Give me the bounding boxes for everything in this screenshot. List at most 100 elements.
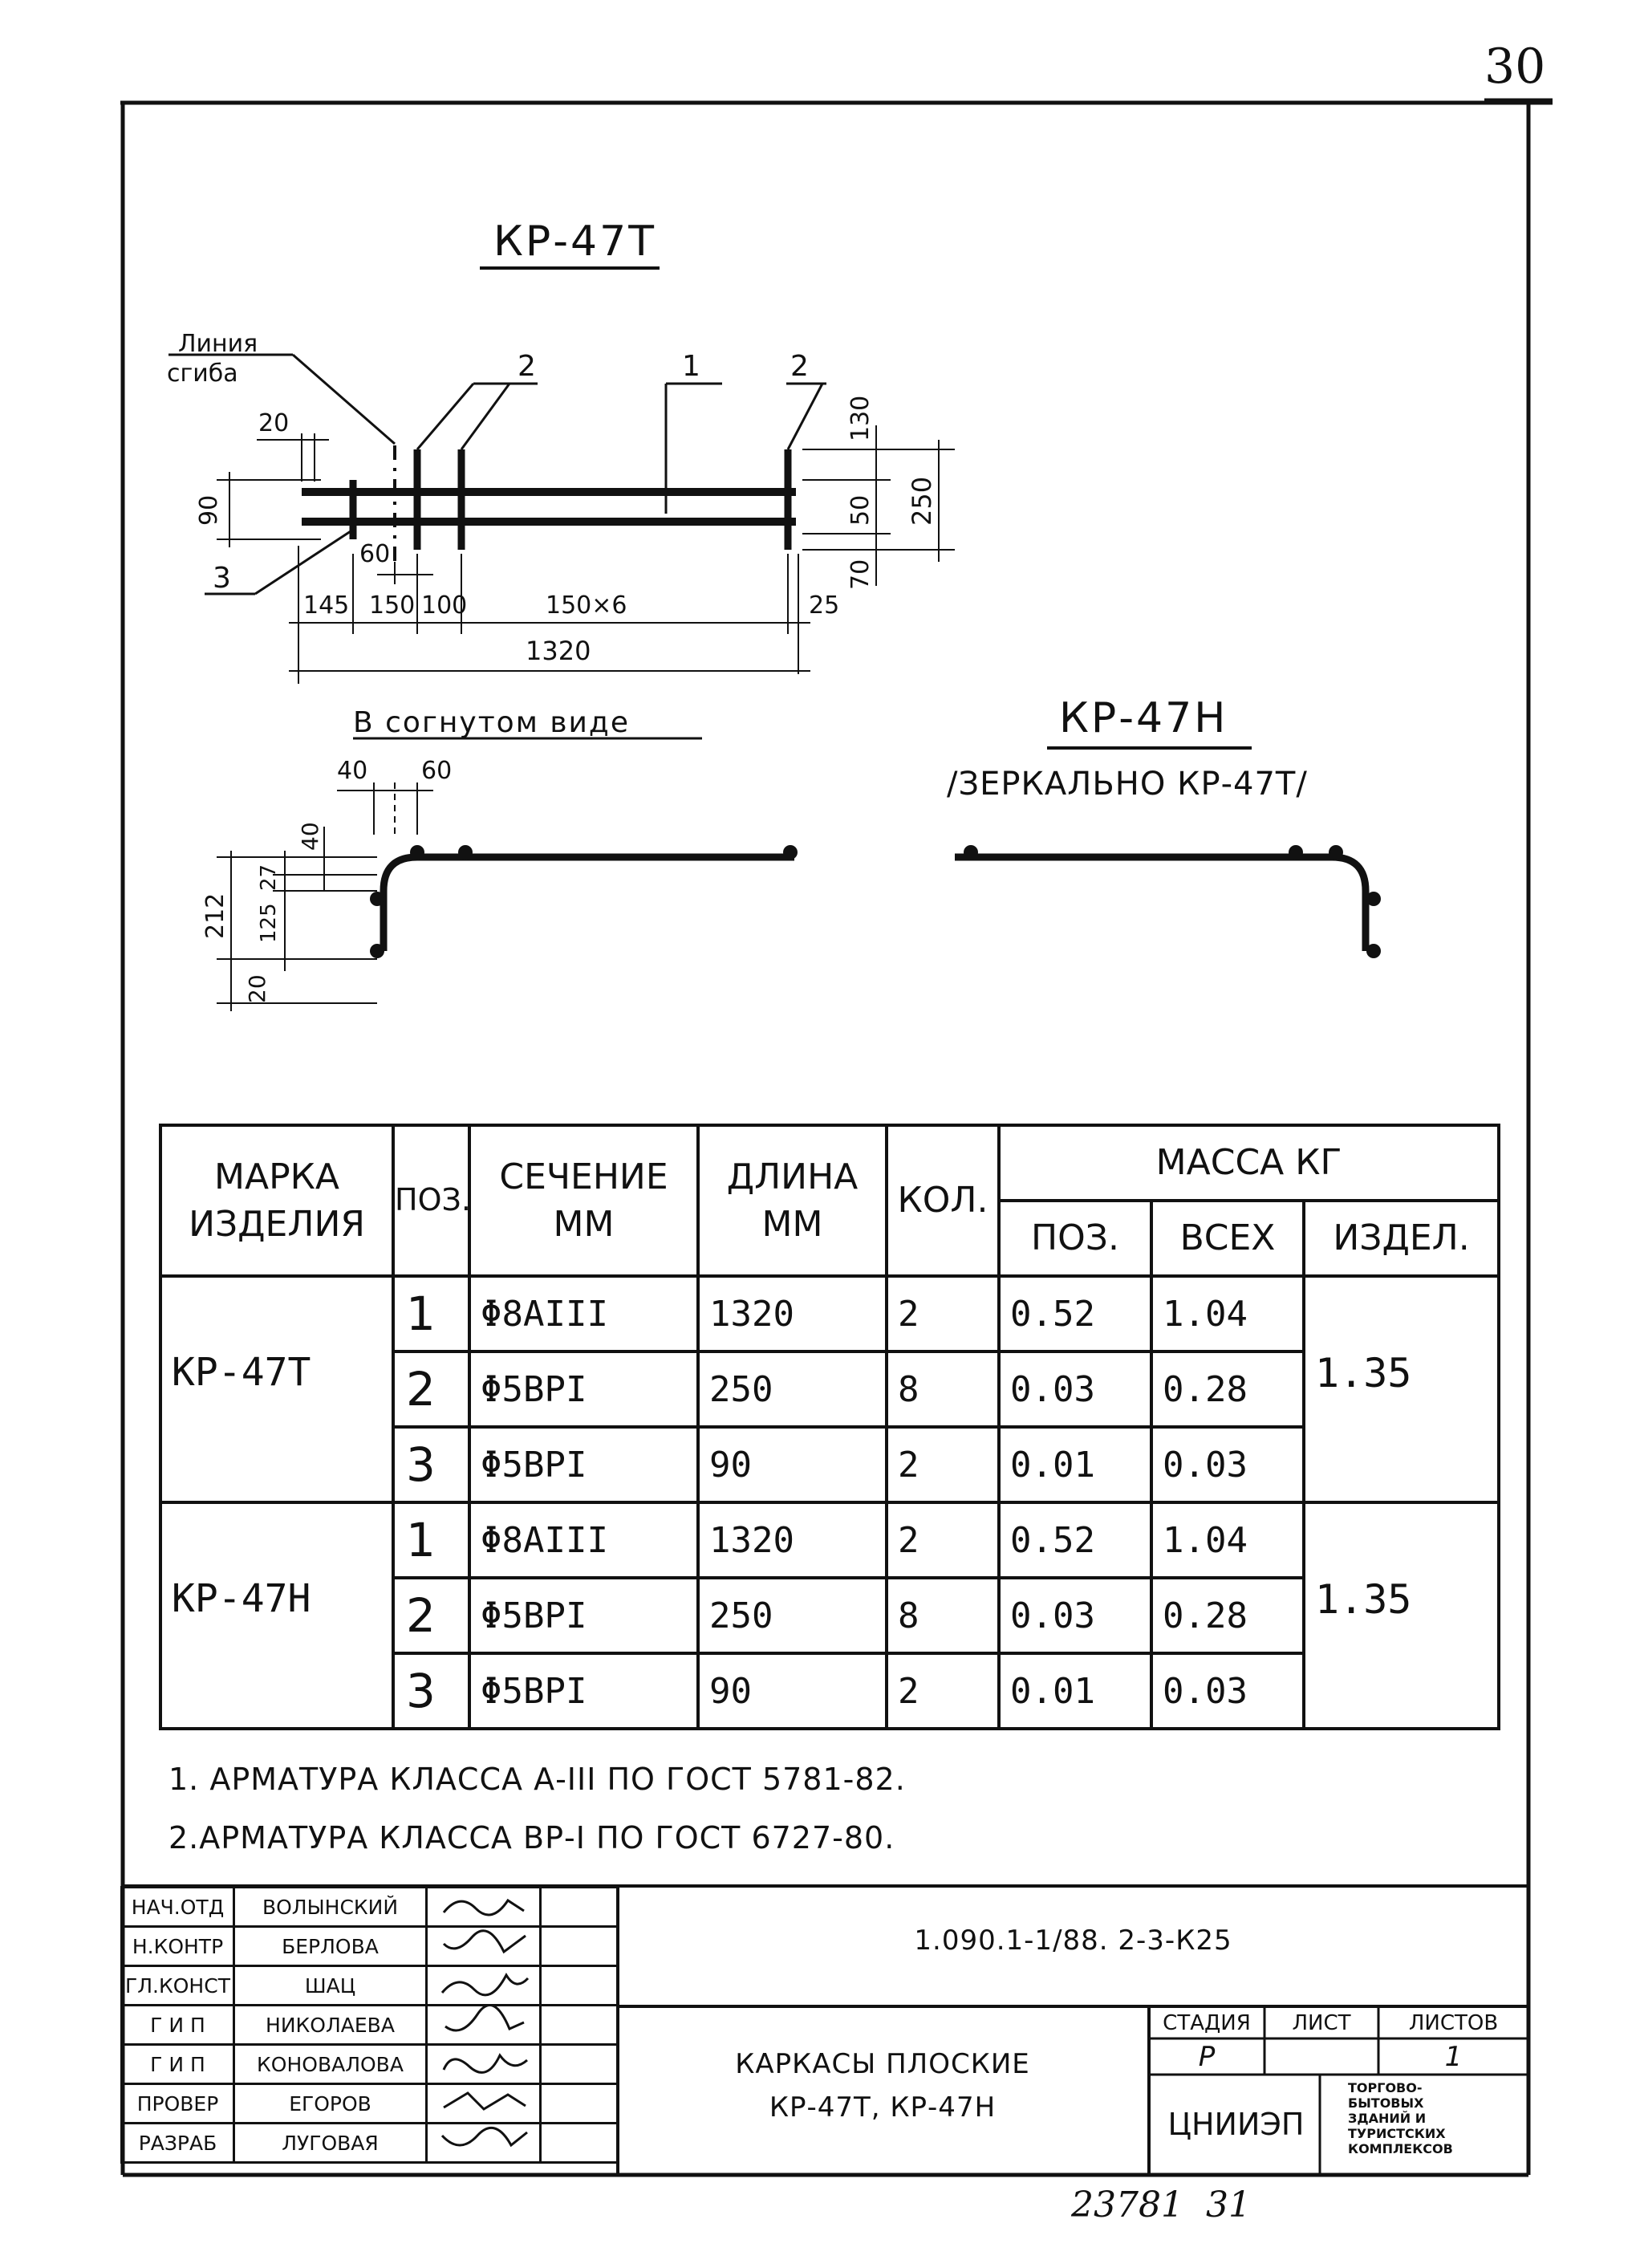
cell-mass-all: 1.04 <box>1150 1501 1305 1579</box>
cell-length: 90 <box>696 1652 888 1730</box>
table-row: 2 Φ5BPI 250 8 0.03 0.28 <box>160 1350 1499 1429</box>
cell-mass-pos: 0.52 <box>997 1274 1153 1353</box>
mirror-note: /ЗЕРКАЛЬНО КР-47Т/ <box>947 766 1308 803</box>
cell-mass-all: 0.28 <box>1150 1350 1305 1429</box>
bottom-number: 23781 31 <box>1071 2185 1251 2225</box>
bent-dim-40: 40 <box>297 822 323 851</box>
document-code: 1.090.1-1/88. 2-3-К25 <box>914 1925 1232 1957</box>
cell-qty: 2 <box>885 1274 1001 1353</box>
header-qty: КОЛ. <box>885 1124 1001 1278</box>
cell-mark: КР-47Т <box>159 1274 395 1504</box>
bent-dim-212: 212 <box>201 893 229 939</box>
sig-name: БЕРЛОВА <box>233 1925 428 1967</box>
bend-line-label-2: сгиба <box>167 360 238 388</box>
cell-qty: 2 <box>885 1652 1001 1730</box>
cell-pos: 2 <box>392 1350 471 1429</box>
cell-qty: 8 <box>885 1350 1001 1429</box>
drawing-title-t: КР-47Т <box>493 217 656 266</box>
bent-dim-20: 20 <box>244 974 270 1003</box>
cell-qty: 2 <box>885 1501 1001 1579</box>
cell-length: 90 <box>696 1425 888 1504</box>
sig-role: ГЛ.КОНСТ <box>120 1965 235 2006</box>
dim-50: 50 <box>846 495 875 526</box>
dim-130: 130 <box>846 396 875 441</box>
drawing-bent-views: В согнутом виде 40 60 40 27 125 212 20 К… <box>201 694 1381 1011</box>
organization: ЦНИИЭП <box>1167 2107 1305 2142</box>
signature-3 <box>425 1965 542 2006</box>
table-row: КР-47Н 1 Φ8AIII 1320 2 0.52 1.04 1.35 <box>159 1501 1501 1730</box>
note-2: 2.АРМАТУРА КЛАССА ВР-I ПО ГОСТ 6727-80. <box>168 1820 895 1855</box>
cell-mass-item: 1.35 <box>1301 1501 1501 1730</box>
cell-mass-pos: 0.03 <box>997 1576 1153 1655</box>
signature-2 <box>425 1925 542 1967</box>
sig-name: ШАЦ <box>233 1965 428 2006</box>
callout-pos2-left: 2 <box>518 350 536 383</box>
dim-100: 100 <box>421 591 467 620</box>
dim-150x6: 150×6 <box>546 591 627 620</box>
drawing-title-h: КР-47Н <box>1059 694 1228 742</box>
cell-section: Φ8AIII <box>468 1501 700 1579</box>
cell-mark: КР-47Н <box>159 1501 395 1730</box>
sig-role: РАЗРАБ <box>120 2122 235 2164</box>
dim-250: 250 <box>907 477 937 526</box>
dim-1320: 1320 <box>526 636 591 666</box>
callout-pos3: 3 <box>213 562 231 595</box>
signature-7 <box>425 2122 542 2164</box>
cell-length: 250 <box>696 1350 888 1429</box>
signature-1 <box>425 1886 542 1928</box>
header-mass-item: ИЗДЕЛ. <box>1301 1199 1501 1278</box>
note-1: 1. АРМАТУРА КЛАССА А-III ПО ГОСТ 5781-82… <box>168 1762 906 1797</box>
sheets-value: 1 <box>1444 2041 1463 2073</box>
header-pos: ПОЗ. <box>392 1124 471 1278</box>
cell-qty: 2 <box>885 1425 1001 1504</box>
signature-5 <box>425 2043 542 2085</box>
cell-pos: 1 <box>392 1274 471 1353</box>
header-mass-group: МАССА КГ <box>997 1124 1501 1202</box>
sig-name: ЕГОРОВ <box>233 2083 428 2124</box>
sheets-label: ЛИСТОВ <box>1408 2011 1499 2035</box>
callout-pos2-right: 2 <box>790 350 809 383</box>
dim-90: 90 <box>195 495 223 526</box>
stage-value: Р <box>1198 2041 1216 2073</box>
table-row: 3 Φ5BPI 90 2 0.01 0.03 <box>160 1652 1499 1730</box>
dim-20: 20 <box>258 409 289 437</box>
callout-pos1: 1 <box>682 350 700 383</box>
cell-length: 1320 <box>696 1501 888 1579</box>
drawing-title-2: КР-47Т, КР-47Н <box>769 2091 997 2124</box>
cell-section: Φ5BPI <box>468 1350 700 1429</box>
page-number: 30 <box>1484 39 1546 95</box>
drawing-title-1: КАРКАСЫ ПЛОСКИЕ <box>735 2048 1030 2080</box>
cell-mass-pos: 0.01 <box>997 1425 1153 1504</box>
cell-mass-all: 1.04 <box>1150 1274 1305 1353</box>
table-row: КР-47Т 1 Φ8AIII 1320 2 0.52 1.04 1.35 <box>159 1274 1501 1504</box>
cell-mass-all: 0.03 <box>1150 1425 1305 1504</box>
sig-name: НИКОЛАЕВА <box>233 2004 428 2046</box>
cell-section: Φ8AIII <box>468 1274 700 1353</box>
bent-dim-125: 125 <box>257 903 281 943</box>
sig-name: КОНОВАЛОВА <box>233 2043 428 2085</box>
cell-pos: 3 <box>392 1425 471 1504</box>
cell-section: Φ5BPI <box>468 1425 700 1504</box>
bent-view-label: В согнутом виде <box>353 706 630 739</box>
dim-145: 145 <box>303 591 349 620</box>
bent-dim-27: 27 <box>257 864 281 891</box>
table-row: 3 Φ5BPI 90 2 0.01 0.03 <box>160 1425 1499 1504</box>
sig-role: НАЧ.ОТД <box>120 1886 235 1928</box>
stage-label: СТАДИЯ <box>1163 2011 1251 2035</box>
drawing-kr47t-flat: КР-47Т Линия сгиба 2 1 2 3 20 90 60 <box>167 217 955 684</box>
cell-pos: 1 <box>392 1501 471 1579</box>
cell-pos: 2 <box>392 1576 471 1655</box>
cell-length: 250 <box>696 1576 888 1655</box>
sheet-label: ЛИСТ <box>1292 2011 1351 2035</box>
cell-mass-item: 1.35 <box>1301 1274 1501 1504</box>
header-mass-all: ВСЕХ <box>1150 1199 1305 1278</box>
cell-mass-all: 0.28 <box>1150 1576 1305 1655</box>
bent-dim-60: 60 <box>421 757 452 785</box>
dim-60: 60 <box>359 540 390 568</box>
